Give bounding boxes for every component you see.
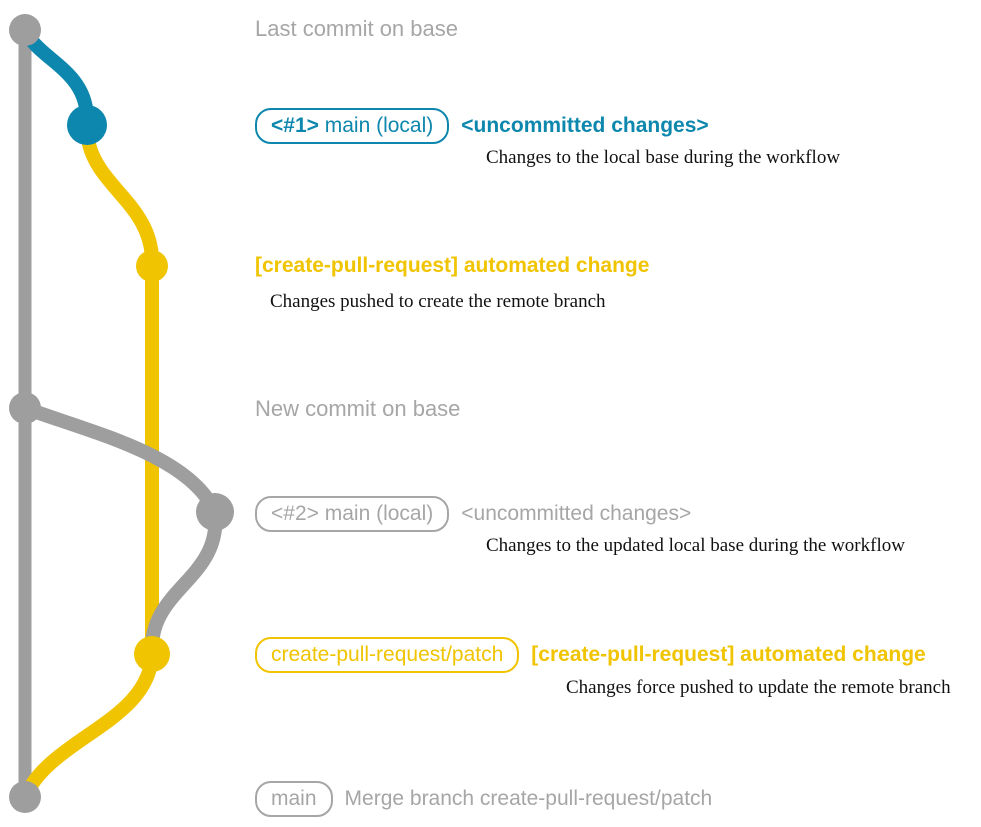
entry-remote-automated-2: create-pull-request/patch [create-pull-r…: [255, 637, 926, 673]
edge-local2-to-remote2: [144, 505, 223, 661]
commit-node-base-merge[interactable]: [9, 781, 41, 813]
ref-badge-index-1: <#1>: [271, 114, 319, 137]
entry-local-uncommitted-1: <#1> main (local) <uncommitted changes>: [255, 108, 709, 144]
entry-remote-automated-1: [create-pull-request] automated change: [255, 255, 649, 276]
commit-subject-1: <uncommitted changes>: [461, 114, 709, 137]
commit-subject-4: [create-pull-request] automated change: [531, 643, 926, 666]
edge-basenew-to-local2: [18, 401, 222, 519]
commit-description-2: Changes pushed to create the remote bran…: [270, 291, 606, 312]
commit-description-4: Changes force pushed to update the remot…: [566, 677, 951, 698]
ref-badge-name-1: main (local): [318, 114, 434, 137]
entry-merge-commit: main Merge branch create-pull-request/pa…: [255, 781, 712, 817]
entry-local-uncommitted-2: <#2> main (local) <uncommitted changes>: [255, 496, 691, 532]
ref-badge-name-3: create-pull-request/patch: [271, 643, 504, 666]
commit-node-local-2[interactable]: [196, 493, 234, 531]
ref-badge-index-2: <#2>: [271, 502, 319, 525]
commit-subject-5: Merge branch create-pull-request/patch: [344, 787, 713, 810]
ref-badge-main-local-2[interactable]: <#2> main (local): [255, 496, 450, 532]
edge-remote2-to-merge: [18, 647, 159, 804]
ref-badge-main-local-1[interactable]: <#1> main (local): [255, 108, 450, 144]
edge-local1-to-remote1: [79, 118, 160, 273]
commit-node-base-last[interactable]: [9, 14, 41, 46]
commit-node-local-1[interactable]: [67, 105, 107, 145]
commit-node-remote-2[interactable]: [134, 636, 170, 672]
ref-badge-name-4: main: [271, 787, 317, 810]
label-new-commit-on-base: New commit on base: [255, 396, 461, 421]
commit-node-base-new[interactable]: [9, 392, 41, 424]
commit-node-remote-1[interactable]: [136, 250, 168, 282]
label-last-commit-on-base: Last commit on base: [255, 16, 458, 41]
commit-subject-2: [create-pull-request] automated change: [255, 254, 650, 277]
commit-description-1: Changes to the local base during the wor…: [486, 147, 841, 168]
commit-subject-3: <uncommitted changes>: [461, 502, 692, 525]
ref-badge-create-pull-request-patch[interactable]: create-pull-request/patch: [255, 637, 520, 673]
ref-badge-name-2: main (local): [318, 502, 434, 525]
ref-badge-main[interactable]: main: [255, 781, 333, 817]
commit-description-3: Changes to the updated local base during…: [486, 535, 905, 556]
